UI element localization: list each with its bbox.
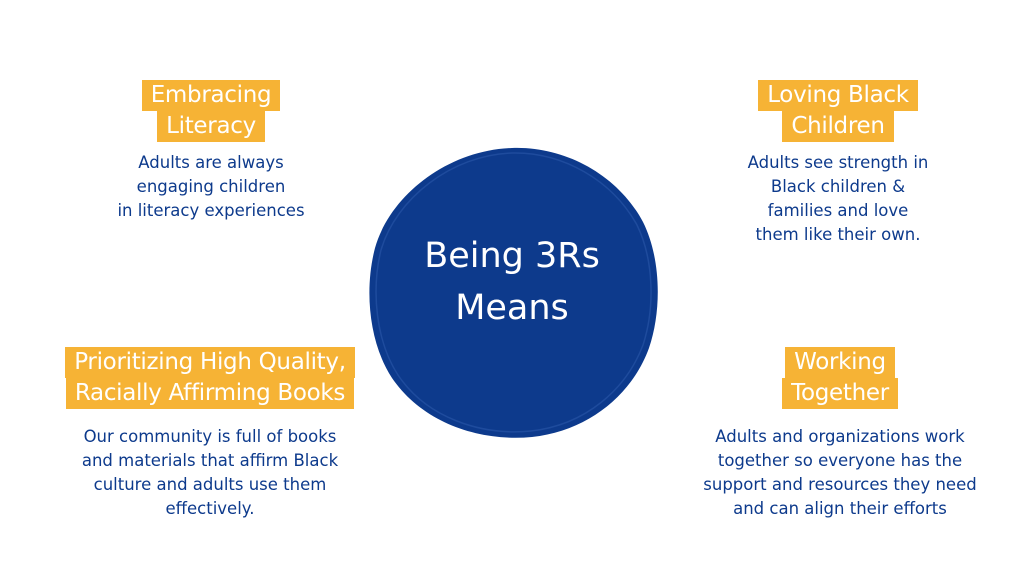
prioritizing-desc-line: Our community is full of books — [83, 427, 337, 446]
loving-desc-line: Black children & — [770, 177, 906, 196]
prioritizing-title-line-1: Prioritizing High Quality, — [65, 347, 355, 378]
prioritizing-desc-line: effectively. — [165, 499, 255, 518]
embracing-description: Adults are always engaging children in l… — [117, 151, 304, 223]
loving-black-children-section: Loving Black Children Adults see strengt… — [698, 80, 978, 247]
working-desc-line: support and resources they need — [703, 475, 977, 494]
loving-desc-line: them like their own. — [755, 225, 921, 244]
embracing-desc-line: Adults are always — [138, 153, 284, 172]
brush-circle-shape — [369, 147, 658, 438]
prioritizing-title-line-2: Racially Affirming Books — [65, 378, 355, 409]
prioritizing-description: Our community is full of books and mater… — [82, 425, 338, 521]
loving-desc-line: families and love — [767, 201, 909, 220]
center-title-line-2: Means — [455, 288, 569, 328]
loving-title-line-2: Children — [782, 111, 894, 142]
working-desc-line: and can align their efforts — [733, 499, 947, 518]
embracing-title-line-2: Literacy — [157, 111, 265, 142]
embracing-literacy-section: Embracing Literacy Adults are always eng… — [71, 80, 351, 223]
prioritizing-desc-line: and materials that affirm Black — [81, 451, 339, 470]
prioritizing-books-section: Prioritizing High Quality, Racially Affi… — [40, 347, 380, 521]
embracing-desc-line: engaging children — [136, 177, 286, 196]
working-together-section: Working Together Adults and organization… — [675, 347, 1005, 521]
prioritizing-desc-line: culture and adults use them — [93, 475, 327, 494]
working-desc-line: Adults and organizations work — [715, 427, 965, 446]
working-title-line-1: Working — [785, 347, 895, 378]
center-title-line-1: Being 3Rs — [424, 236, 600, 276]
working-desc-line: together so everyone has the — [717, 451, 963, 470]
loving-desc-line: Adults see strength in — [747, 153, 929, 172]
center-circle: Being 3Rs Means — [360, 140, 664, 444]
embracing-title-line-1: Embracing — [141, 80, 281, 111]
embracing-desc-line: in literacy experiences — [117, 201, 305, 220]
loving-description: Adults see strength in Black children & … — [748, 151, 929, 247]
working-title-line-2: Together — [782, 378, 898, 409]
loving-title-line-1: Loving Black — [758, 80, 918, 111]
working-description: Adults and organizations work together s… — [703, 425, 976, 521]
